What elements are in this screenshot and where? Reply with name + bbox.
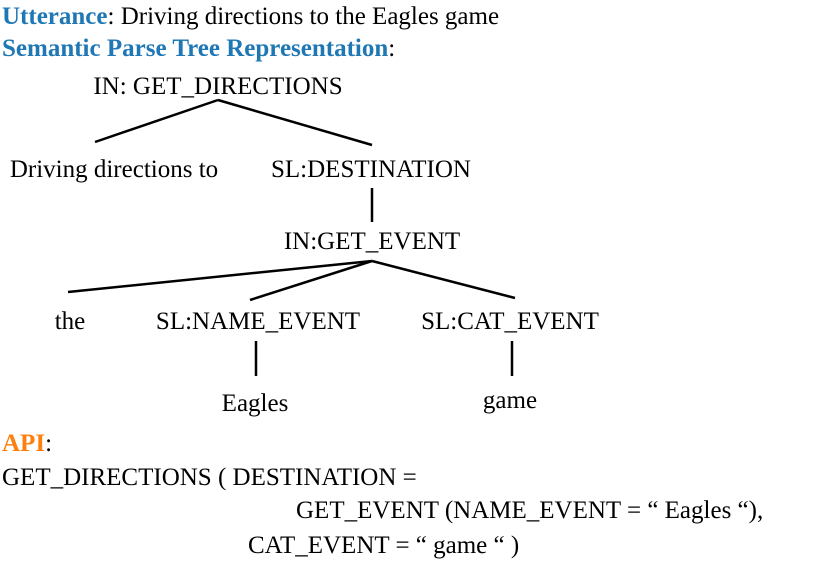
api-sep: :	[45, 430, 53, 457]
utterance-sep: :	[107, 3, 115, 30]
utterance-text: Driving directions to the Eagles game	[120, 3, 500, 30]
tree-node-destination: SL:DESTINATION	[271, 156, 471, 183]
tree-node-the: the	[54, 308, 86, 335]
tree-node-eagles: Eagles	[221, 390, 289, 417]
tree-node-left-text: Driving directions to	[9, 156, 219, 183]
edge-getevent-nameevent	[249, 259, 373, 302]
parse-header-sep: :	[388, 35, 396, 62]
tree-node-name-event: SL:NAME_EVENT	[155, 308, 361, 335]
utterance-label: Utterance	[2, 3, 108, 30]
edge-root-destination	[217, 98, 373, 147]
utterance-line: Utterance: Driving directions to the Eag…	[2, 4, 499, 29]
tree-node-game: game	[482, 387, 538, 414]
api-line-3: CAT_EVENT = “ game “ )	[248, 532, 520, 559]
tree-node-root: IN: GET_DIRECTIONS	[93, 73, 343, 100]
edge-root-left	[94, 98, 219, 144]
api-header-line: API:	[2, 431, 52, 456]
edge-getevent-catevent	[371, 259, 516, 300]
api-line-2: GET_EVENT (NAME_EVENT = “ Eagles “),	[296, 497, 764, 524]
api-line-1: GET_DIRECTIONS ( DESTINATION =	[2, 464, 417, 491]
tree-node-get-event: IN:GET_EVENT	[283, 228, 461, 255]
tree-node-cat-event: SL:CAT_EVENT	[421, 308, 599, 335]
edge-getevent-the	[67, 259, 373, 294]
api-label: API	[2, 430, 46, 457]
parse-header-line: Semantic Parse Tree Representation:	[2, 36, 395, 61]
parse-header-label: Semantic Parse Tree Representation	[2, 35, 389, 62]
